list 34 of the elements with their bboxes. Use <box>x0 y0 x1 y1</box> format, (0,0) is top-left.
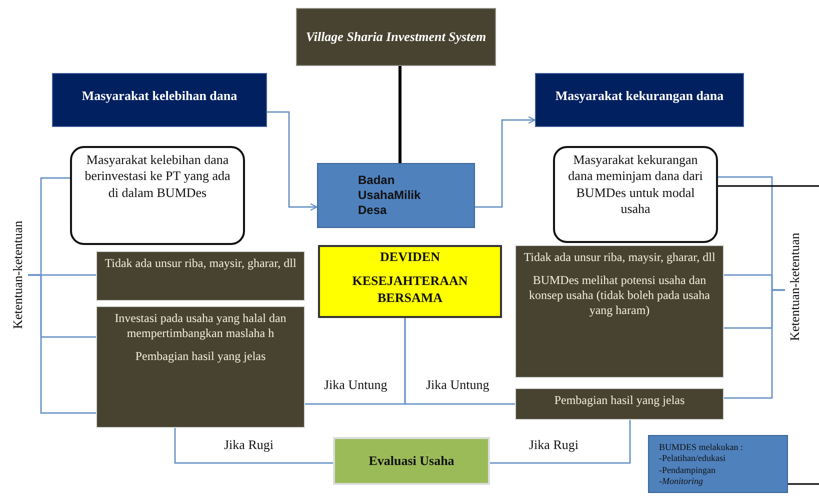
box-text: Pembagian hasil yang jelas <box>134 349 267 364</box>
box-text: Masyarakat kelebihan dana <box>80 88 238 104</box>
box-text: Masyarakat kelebihan dana berinvestasi ke PT yang ada di dalam BUMDes <box>84 152 232 201</box>
rounded-box <box>70 146 245 245</box>
header-box <box>52 73 267 127</box>
side-label: Ketentuan-ketentuan <box>8 210 28 340</box>
edge-label: Jika Rugi <box>222 437 276 453</box>
list-item: -Pelatihan/edukasi <box>659 453 726 464</box>
box-text: Pembagian hasil yang jelas <box>553 393 686 408</box>
box-text: Evaluasi Usaha <box>368 452 456 470</box>
list-item: -Pendampingan <box>659 464 716 476</box>
box-text: Tidak ada unsur riba, maysir, gharar, dll <box>104 256 298 271</box>
list-item: -Monitoring <box>659 476 704 487</box>
box-text: KESEJAHTERAAN BERSAMA <box>351 273 469 306</box>
highlight-box <box>318 245 502 318</box>
edge-label: Jika Untung <box>322 377 390 393</box>
edge-label: Jika Rugi <box>527 437 580 453</box>
box-text: Tidak ada unsur riba, maysir, gharar, dll <box>522 250 716 265</box>
box-text: Badan UsahaMilik Desa <box>358 173 422 218</box>
box-text: Investasi pada usaha yang halal dan mempertimbangkan maslaha h <box>114 311 288 341</box>
box-text: BUMDes melihat potensi usaha dan konsep usaha (tidak boleh pada usaha yang haram) <box>528 273 711 318</box>
box-text: Village Sharia Investment System <box>305 28 487 46</box>
box-text: Masyarakat kekurangan dana meminjam dana dari BUMDes untuk modal usaha <box>567 152 704 217</box>
header-box <box>535 73 744 127</box>
note-box <box>648 435 788 493</box>
process-box <box>333 437 490 485</box>
title-box <box>296 8 496 66</box>
side-label: Ketentuan-ketentuan <box>785 222 805 352</box>
process-box <box>317 163 475 228</box>
edge-label: Jika Untung <box>424 377 492 393</box>
box-text: DEVIDEN <box>379 249 441 266</box>
box-text: Masyarakat kekurangan dana <box>554 88 725 104</box>
rounded-box <box>553 146 718 243</box>
box-text: BUMDES melakukan : <box>659 442 744 454</box>
